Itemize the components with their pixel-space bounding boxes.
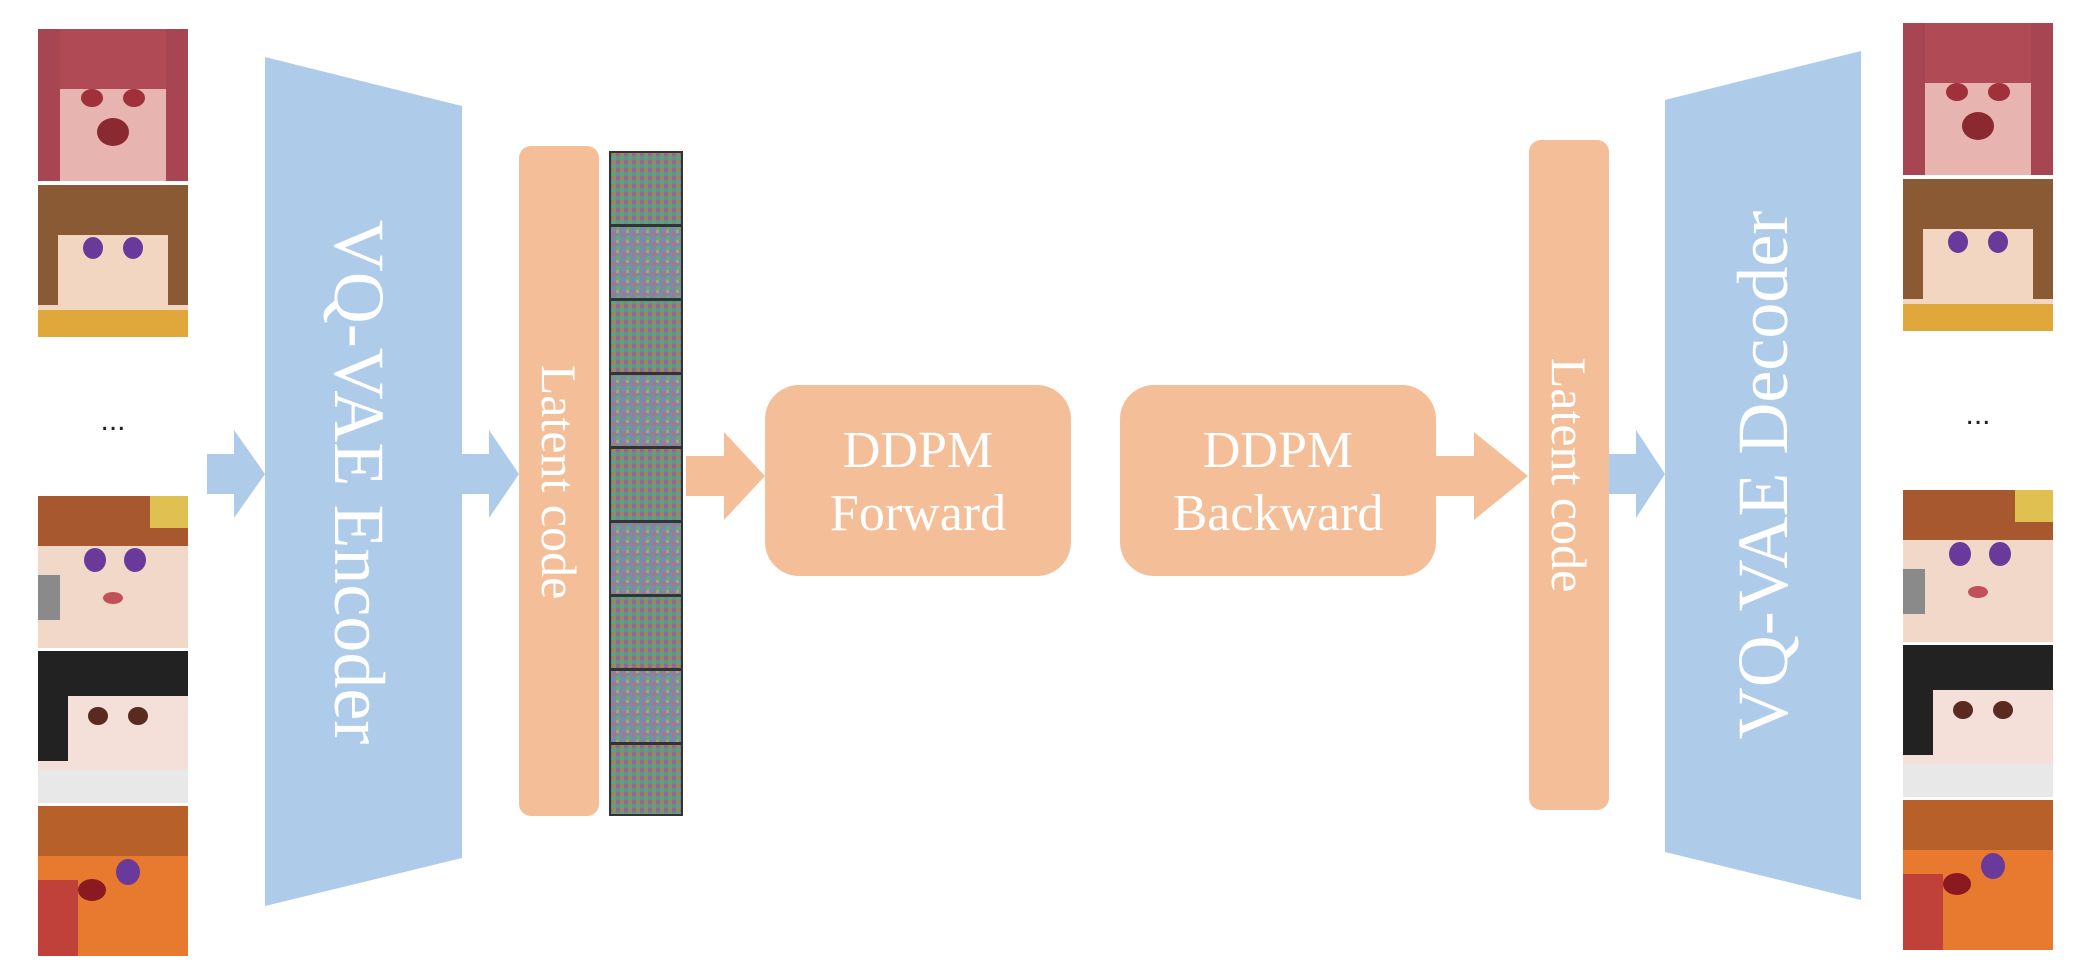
output-image-3 — [1903, 490, 2053, 642]
output-ellipsis: ... — [1965, 398, 1990, 431]
decoder-label: VQ-VAE Decoder — [1723, 211, 1803, 740]
arrow-latent-to-decoder — [1609, 430, 1665, 518]
input-image-3 — [38, 496, 188, 648]
arrow-latent-to-forward — [686, 432, 765, 520]
output-image-4 — [1903, 645, 2053, 797]
ddpm-forward-box: DDPM Forward — [765, 385, 1071, 576]
ddpm-forward-line1: DDPM — [843, 422, 993, 479]
output-image-5 — [1903, 800, 2053, 950]
latent-noise-strip — [609, 151, 683, 816]
output-images: ... — [1903, 23, 2053, 950]
input-ellipsis: ... — [100, 404, 125, 437]
latent-code-left-label: Latent code — [531, 365, 587, 600]
ddpm-backward-line2: Backward — [1173, 485, 1384, 542]
vq-vae-encoder: VQ-VAE Encoder — [265, 57, 462, 906]
latent-code-right-label: Latent code — [1541, 358, 1597, 593]
input-image-4 — [38, 651, 188, 803]
arrow-backward-to-latent — [1436, 432, 1528, 520]
ddpm-backward-line1: DDPM — [1203, 422, 1353, 479]
vq-vae-decoder: VQ-VAE Decoder — [1665, 51, 1861, 900]
ddpm-backward-box: DDPM Backward — [1120, 385, 1436, 576]
output-image-1 — [1903, 23, 2053, 175]
encoder-label: VQ-VAE Encoder — [319, 220, 399, 745]
output-image-2 — [1903, 179, 2053, 331]
arrow-into-encoder — [207, 430, 265, 518]
latent-code-right: Latent code — [1529, 140, 1609, 810]
latent-code-left: Latent code — [519, 146, 599, 816]
ddpm-forward-line2: Forward — [830, 485, 1006, 542]
input-image-2 — [38, 185, 188, 337]
input-image-5 — [38, 806, 188, 956]
arrow-encoder-to-latent — [462, 430, 519, 518]
input-image-1 — [38, 29, 188, 181]
input-images: ... — [38, 29, 188, 956]
